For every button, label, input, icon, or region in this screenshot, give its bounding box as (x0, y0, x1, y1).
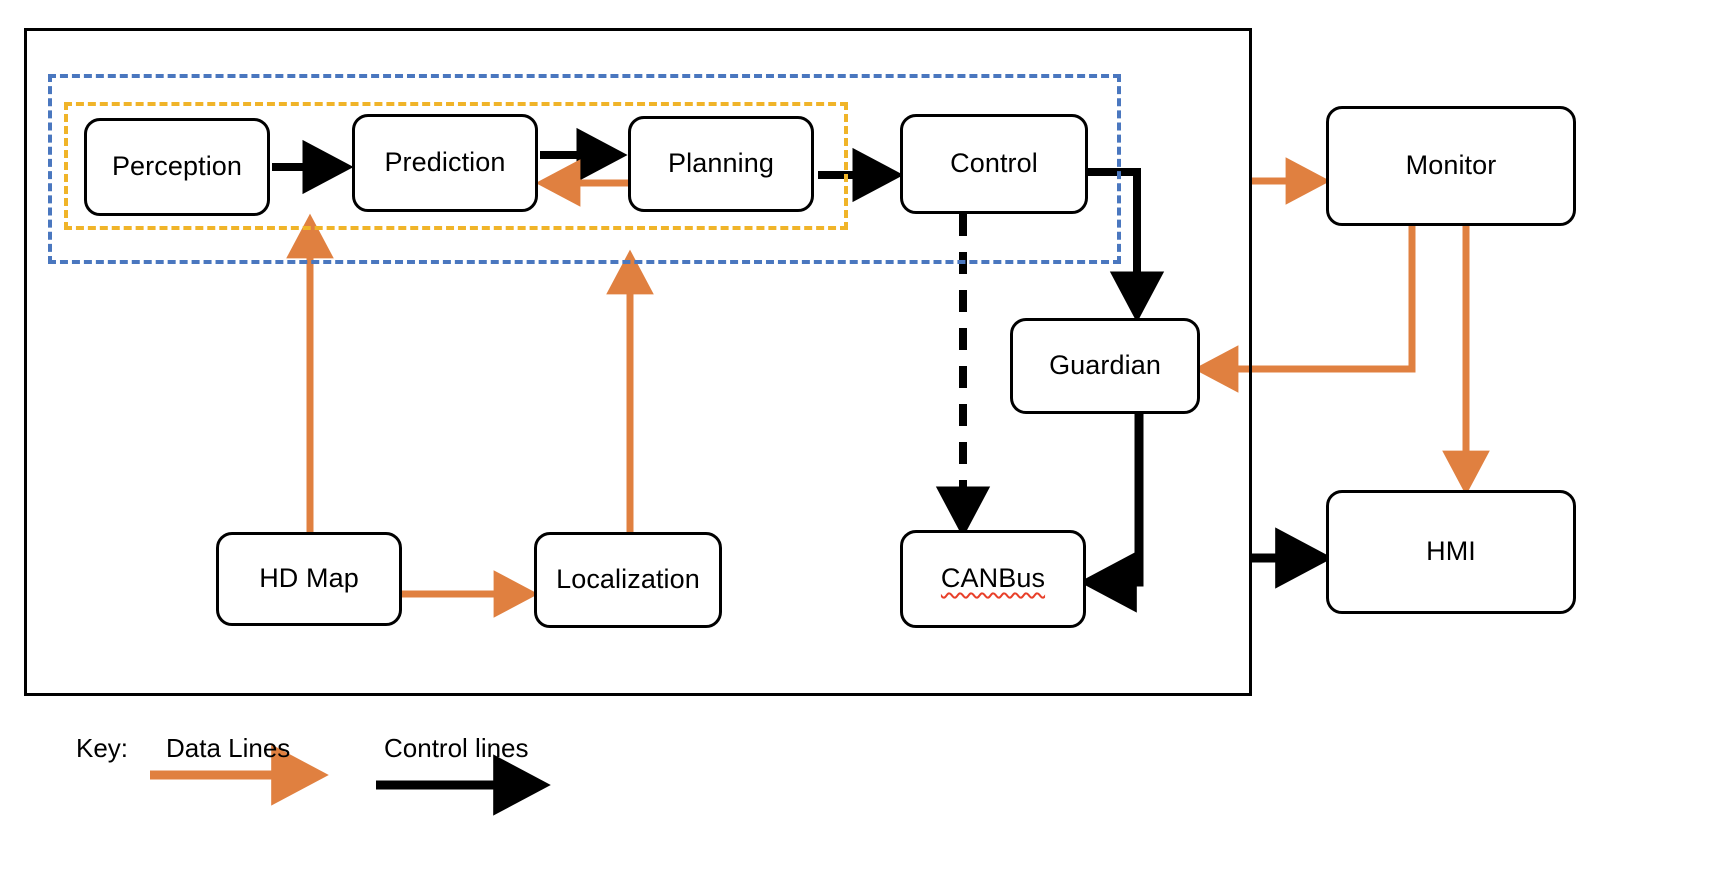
node-localization-label: Localization (556, 564, 700, 595)
node-canbus[interactable]: CANBus (900, 530, 1086, 628)
node-control-label: Control (950, 148, 1038, 179)
group-dashed-yellow (64, 102, 848, 230)
legend-title: Key: (76, 733, 129, 763)
node-hd-map-label: HD Map (259, 563, 359, 594)
node-canbus-label: CANBus (940, 563, 1046, 594)
node-prediction-label: Prediction (384, 147, 506, 178)
node-perception[interactable]: Perception (84, 118, 270, 216)
node-monitor-label: Monitor (1405, 150, 1497, 181)
node-planning-label: Planning (668, 148, 774, 179)
legend-data-lines-label: Data Lines (166, 733, 291, 763)
legend-control-lines-label: Control lines (384, 733, 529, 763)
node-planning[interactable]: Planning (628, 116, 814, 212)
node-perception-label: Perception (111, 151, 243, 182)
node-hmi-label: HMI (1426, 536, 1476, 567)
node-guardian-label: Guardian (1049, 350, 1161, 381)
node-monitor[interactable]: Monitor (1326, 106, 1576, 226)
node-localization[interactable]: Localization (534, 532, 722, 628)
